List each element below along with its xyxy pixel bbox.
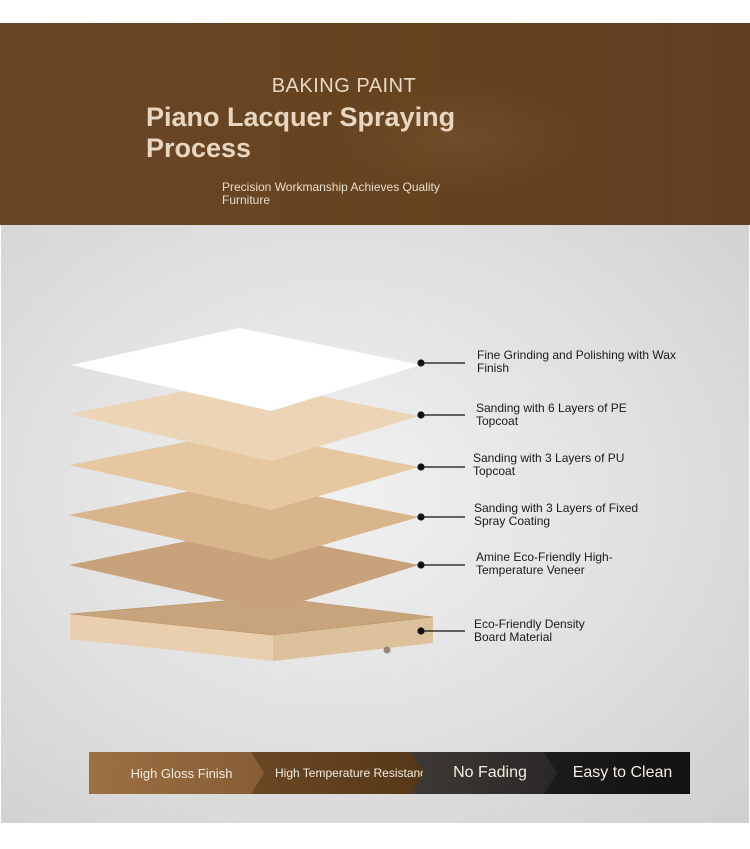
layer-label-veneer: Amine Eco-Friendly High-Temperature Vene…: [476, 550, 613, 577]
feature-no-fading: No Fading: [407, 752, 557, 794]
layer-label-pu: Sanding with 3 Layers of PU Topcoat: [473, 451, 625, 478]
page-title: Piano Lacquer Spraying Process: [146, 102, 456, 163]
feature-band: High Gloss Finish High Temperature Resis…: [89, 752, 690, 794]
header-banner: BAKING PAINT Piano Lacquer Spraying Proc…: [0, 23, 750, 225]
leader-dots: [417, 359, 425, 635]
veneer-layer: [69, 530, 419, 611]
pu-topcoat-layer: [69, 431, 419, 510]
layers-diagram: [69, 328, 465, 661]
board-layer: [69, 596, 434, 661]
pe-topcoat-layer: [69, 380, 419, 461]
fixed-spray-layer: [69, 481, 419, 560]
feature-high-gloss: High Gloss Finish: [89, 752, 264, 794]
layer-label-wax: Fine Grinding and Polishing with Wax Fin…: [477, 348, 676, 375]
wax-finish-layer: [71, 328, 421, 411]
leader-lines: [421, 362, 465, 632]
feature-easy-clean: Easy to Clean: [537, 752, 690, 794]
feature-temperature-resistance: High Temperature Resistance and Stain Re…: [249, 752, 424, 794]
layer-label-pe: Sanding with 6 Layers of PE Topcoat: [476, 401, 627, 428]
kicker-text: BAKING PAINT: [271, 75, 417, 97]
layer-label-fixed-spray: Sanding with 3 Layers of Fixed Spray Coa…: [474, 501, 639, 528]
layer-label-board: Eco-Friendly Density Board Material: [474, 617, 585, 644]
header-glow: [330, 83, 590, 193]
page-subtitle: Precision Workmanship Achieves Quality F…: [222, 180, 440, 207]
layers-panel: Fine Grinding and Polishing with Wax Fin…: [1, 225, 749, 823]
